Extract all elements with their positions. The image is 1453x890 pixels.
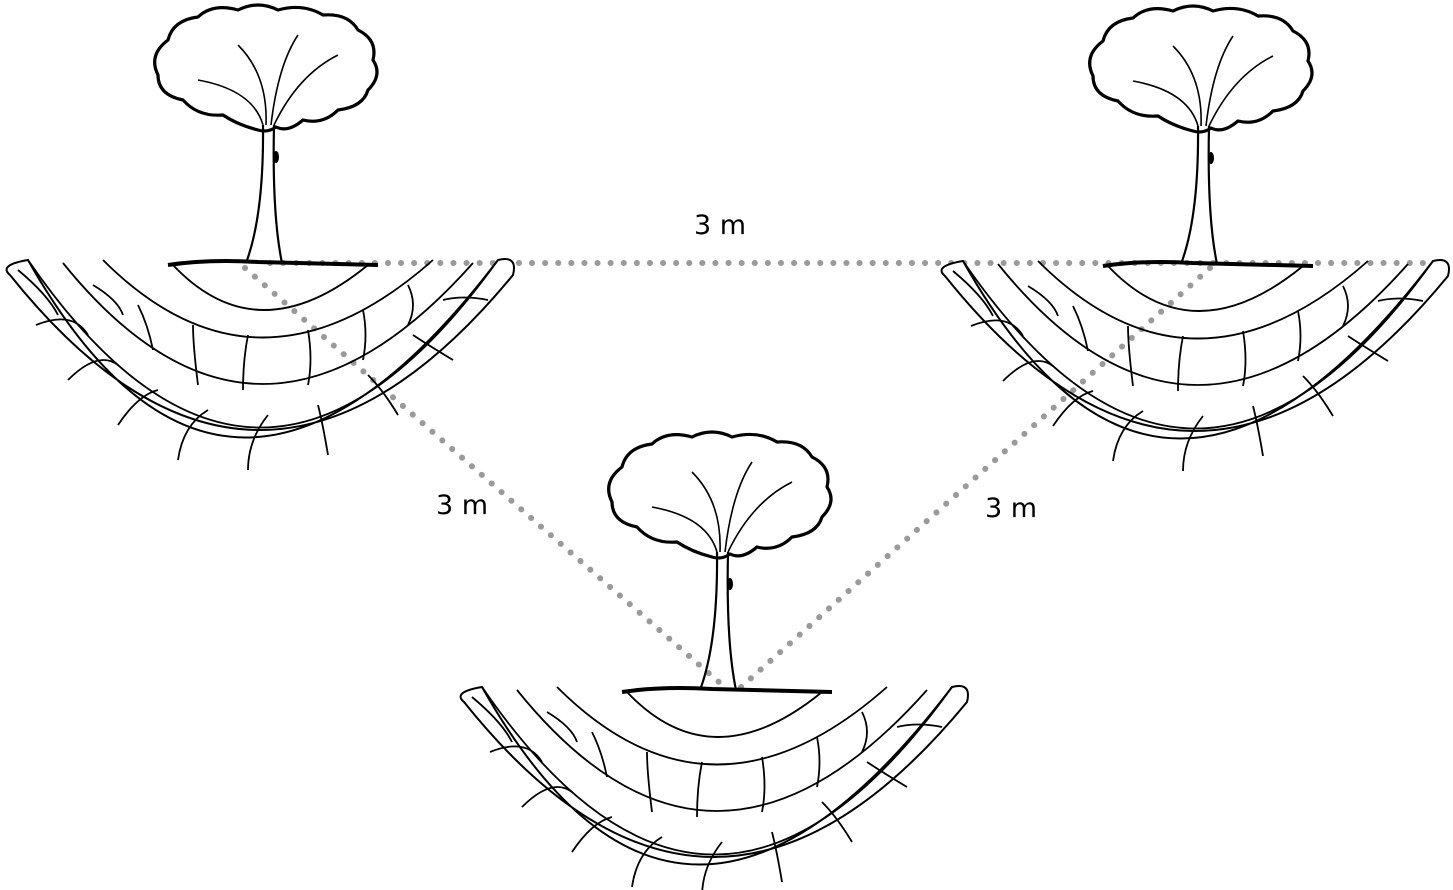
distance-label-left: 3 m [436, 492, 488, 519]
spacing-line-right [740, 268, 1210, 688]
tree-bottom [461, 432, 968, 890]
spacing-line-left [245, 268, 728, 690]
spacing-lines [245, 263, 1445, 690]
tree-left [7, 5, 514, 470]
distance-label-top: 3 m [694, 212, 746, 239]
tree-right [942, 6, 1449, 471]
distance-label-right: 3 m [985, 495, 1037, 522]
